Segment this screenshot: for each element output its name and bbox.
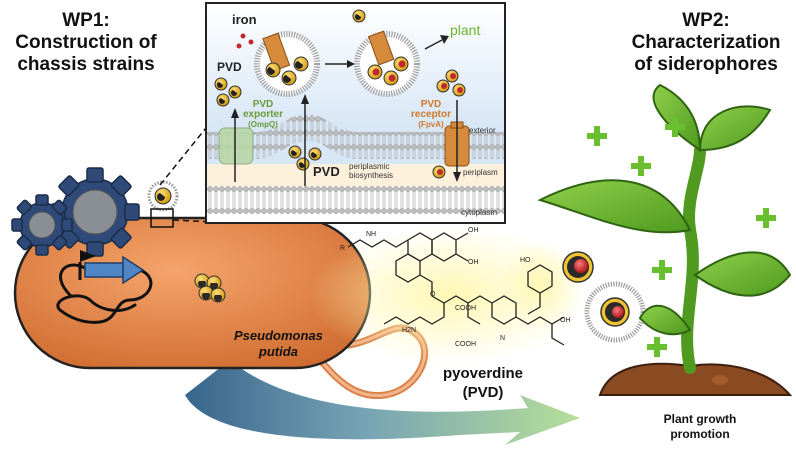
plant-leaf (638, 304, 692, 336)
molecule-label: pyoverdine (PVD) (442, 365, 524, 401)
species-label: Pseudomonas putida (234, 328, 323, 359)
plant-illustration (537, 83, 793, 396)
svg-text:H2N: H2N (402, 327, 416, 334)
svg-text:COOH: COOH (455, 305, 476, 312)
plant-leaf (693, 251, 792, 297)
label-pvd-mid: PVD (313, 164, 340, 179)
plant-leaf (537, 179, 692, 234)
svg-text:OH: OH (468, 227, 479, 234)
svg-text:R: R (340, 245, 345, 252)
wp1-title: WP1: Construction of chassis strains (15, 10, 157, 75)
inset-panel: iron PVD plant PVD exporter (OmpQ) PVD r… (205, 2, 506, 224)
gear-icon (11, 194, 73, 256)
svg-text:O: O (430, 291, 436, 298)
inset-canvas (207, 9, 504, 222)
label-iron: iron (232, 12, 257, 27)
svg-text:NH: NH (366, 231, 376, 238)
svg-text:OH: OH (560, 317, 571, 324)
svg-text:COOH: COOH (455, 341, 476, 348)
svg-text:OH: OH (468, 259, 479, 266)
label-cytoplasm: cytoplasm (461, 208, 498, 217)
label-exporter: PVD exporter (OmpQ) (243, 99, 284, 130)
label-periplasm: periplasm (463, 168, 498, 177)
pvd-structure (347, 232, 565, 346)
vesicle-icon (254, 31, 320, 97)
plus-icon (587, 117, 776, 357)
vesicle-icon (584, 281, 646, 343)
plant-leaf (698, 105, 772, 152)
plant-caption: Plant growth promotion (663, 412, 737, 441)
pvd-iron-complex-icon (562, 251, 594, 283)
svg-text:N: N (500, 335, 505, 342)
wp2-title: WP2: Characterization of siderophores (631, 10, 781, 75)
promoter-flag-icon (78, 250, 96, 280)
plant-stem (681, 144, 706, 374)
exporter-protein (218, 127, 254, 165)
process-arrow (185, 360, 580, 445)
vesicle-icon (354, 30, 420, 97)
label-exterior: exterior (469, 126, 496, 135)
label-plant: plant (450, 22, 481, 38)
label-periplasmic-biosynthesis: periplasmic biosynthesis (349, 162, 394, 180)
label-pvd-top: PVD (217, 60, 242, 74)
label-receptor: PVD receptor (FpvA) (411, 99, 452, 130)
vesicle-icon (147, 180, 179, 212)
pvd-cluster-icon (194, 273, 226, 303)
gear-icon (50, 167, 140, 257)
gene-arrow-icon (84, 255, 145, 285)
svg-text:HO: HO (520, 257, 531, 264)
zoom-box (150, 208, 174, 228)
